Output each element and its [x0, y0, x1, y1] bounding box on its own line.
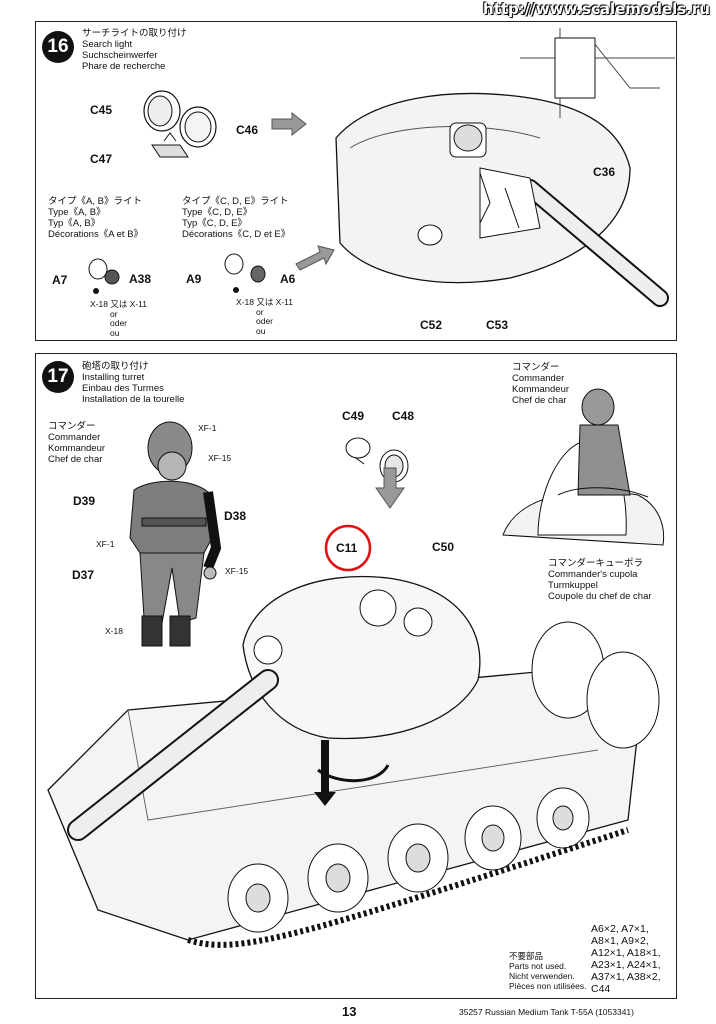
type-ab-note-4: ou [110, 327, 120, 338]
cupola-en: Commander's cupola [548, 569, 638, 580]
type-cde-note-3: oder [256, 316, 274, 326]
c11-highlight-circle [324, 524, 372, 572]
type-ab-de: Typ《A, B》 [48, 218, 101, 229]
not-used-part-line: A6×2, A7×1, [591, 923, 649, 935]
step16-title: サーチライトの取り付け Search light Suchscheinwerfe… [82, 28, 187, 72]
cupola-ja: コマンダーキューポラ [548, 558, 644, 569]
step17-title-ja: 砲塔の取り付け [82, 361, 149, 372]
not-used-en: Parts not used. [509, 961, 567, 971]
not-used-part-line: C44 [591, 983, 611, 995]
paint-x18: X-18 [105, 626, 123, 636]
part-c11: C11 [336, 541, 358, 555]
type-cde-title: タイプ《C, D, E》ライト Type《C, D, E》 Typ《C, D, … [182, 196, 290, 240]
part-c36: C36 [593, 165, 616, 179]
step16-title-ja: サーチライトの取り付け [82, 28, 187, 39]
type-ab-note-3: oder [110, 318, 128, 328]
step16-number: 16 [42, 31, 74, 63]
paint-xf1-body: XF-1 [96, 539, 115, 549]
type-cde-note-4: ou [256, 325, 266, 336]
type-cde-note-1: X-18 又は X-11 [236, 297, 294, 307]
part-d39: D39 [73, 494, 96, 508]
arrow-icon [295, 245, 335, 271]
not-used-ja: 不要部品 [509, 951, 544, 961]
arrow-icon [271, 111, 307, 137]
step17-title-fr: Installation de la tourelle [82, 394, 185, 405]
part-d37: D37 [72, 568, 95, 582]
type-ab-note-1: X-18 又は X-11 [90, 299, 148, 309]
watermark: http://www.scalemodels.ru [483, 0, 710, 18]
type-cde-en: Type《C, D, E》 [182, 207, 253, 218]
part-c49: C49 [342, 409, 365, 423]
commander-right-fr: Chef de char [512, 395, 567, 406]
paint-xf15-face: XF-15 [208, 453, 232, 463]
hatch-parts-drawing [345, 437, 409, 509]
footer-title: 35257 Russian Medium Tank T-55A (1053341… [459, 1007, 634, 1017]
commander-right-ja: コマンダー [512, 362, 560, 373]
page-number: 13 [342, 1004, 357, 1019]
commander-right-caption: コマンダー Commander Kommandeur Chef de char [512, 362, 569, 406]
type-cde-paint-note: X-18 又は X-11 or oder ou [236, 297, 294, 336]
not-used-fr: Pièces non utilisées. [509, 981, 587, 991]
cupola-fr: Coupole du chef de char [548, 591, 652, 602]
not-used-part-line: A23×1, A24×1, [591, 959, 661, 971]
type-ab-paint-note: X-18 又は X-11 or oder ou [90, 299, 148, 338]
type-ab-note-2: or [110, 308, 118, 319]
not-used-part-line: A37×1, A38×2, [591, 971, 661, 983]
commander-figure-drawing [129, 421, 222, 647]
light-ab-drawing [88, 258, 120, 294]
commander-left-caption: コマンダー Commander Kommandeur Chef de char [48, 421, 105, 465]
cupola-caption: コマンダーキューポラ Commander's cupola Turmkuppel… [548, 558, 652, 602]
turret-step16-drawing [335, 28, 675, 307]
step17-number: 17 [42, 361, 74, 393]
part-d38: D38 [224, 509, 247, 523]
type-cde-fr: Décorations《C, D et E》 [182, 229, 291, 240]
part-c52: C52 [420, 318, 443, 332]
part-c53: C53 [486, 318, 509, 332]
paint-xf15-hand: XF-15 [225, 566, 249, 576]
step16-title-fr: Phare de recherche [82, 61, 166, 72]
type-ab-ja: タイプ《A, B》ライト [48, 196, 142, 207]
commander-right-de: Kommandeur [512, 384, 570, 395]
type-cde-note-2: or [256, 306, 264, 317]
commander-left-de: Kommandeur [48, 443, 106, 454]
part-c47: C47 [90, 152, 113, 166]
step17-title-de: Einbau des Turmes [82, 383, 164, 394]
type-cde-ja: タイプ《C, D, E》ライト [182, 196, 289, 207]
step17-title: 砲塔の取り付け Installing turret Einbau des Tur… [82, 361, 184, 405]
light-cde-drawing [224, 253, 266, 293]
commander-left-en: Commander [48, 432, 101, 443]
type-ab-fr: Décorations《A et B》 [48, 229, 144, 240]
part-a38: A38 [129, 272, 152, 286]
part-c50: C50 [432, 540, 455, 554]
parts-not-used-list: A6×2, A7×1, A8×1, A9×2, A12×1, A18×1, A2… [591, 923, 660, 995]
not-used-part-line: A8×1, A9×2, [591, 935, 649, 947]
commander-right-en: Commander [512, 373, 565, 384]
type-ab-title: タイプ《A, B》ライト Type《A, B》 Typ《A, B》 Décora… [48, 196, 143, 240]
part-c45: C45 [90, 103, 113, 117]
searchlight-drawing [143, 90, 217, 158]
part-c46: C46 [236, 123, 259, 137]
paint-xf1-head: XF-1 [198, 423, 217, 433]
step17-title-en: Installing turret [82, 372, 145, 383]
step16-title-en: Search light [82, 39, 133, 50]
parts-not-used-labels: 不要部品 Parts not used. Nicht verwenden. Pi… [509, 951, 587, 991]
part-a9: A9 [186, 272, 202, 286]
part-a7: A7 [52, 273, 68, 287]
cupola-inset-drawing [502, 388, 665, 546]
not-used-de: Nicht verwenden. [509, 971, 575, 981]
part-c48: C48 [392, 409, 415, 423]
not-used-part-line: A12×1, A18×1, [591, 947, 661, 959]
tank-drawing [47, 575, 660, 948]
step16-title-de: Suchscheinwerfer [82, 50, 158, 61]
part-a6: A6 [280, 272, 296, 286]
type-ab-en: Type《A, B》 [48, 207, 106, 218]
type-cde-de: Typ《C, D, E》 [182, 218, 247, 229]
commander-left-ja: コマンダー [48, 421, 96, 432]
commander-left-fr: Chef de char [48, 454, 103, 465]
cupola-de: Turmkuppel [548, 580, 598, 591]
